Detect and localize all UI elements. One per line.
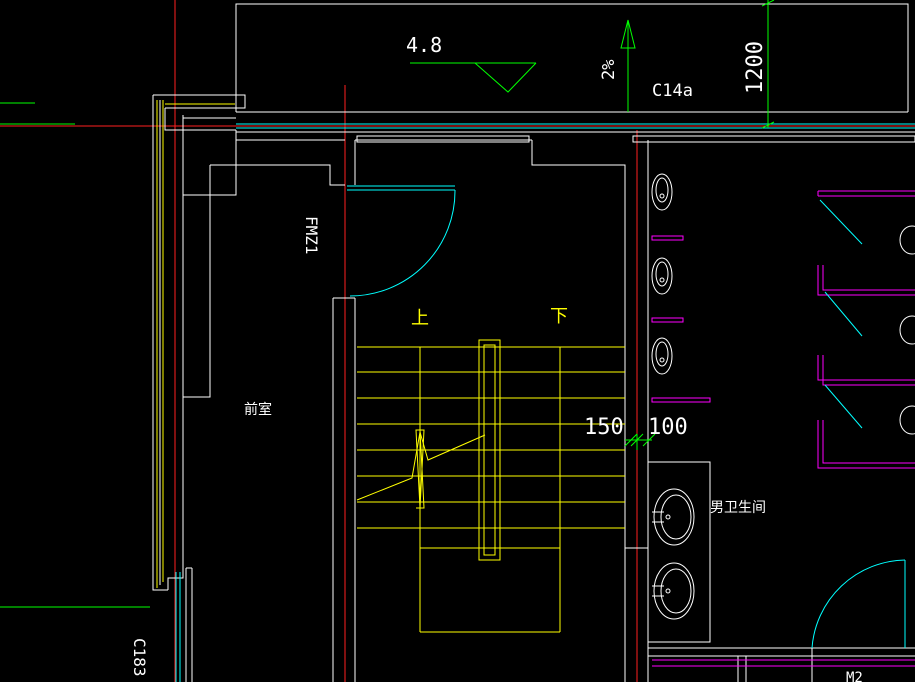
dimension-lines [0,0,775,608]
walls [152,94,915,682]
urinals [651,173,915,435]
dimension-150-label: 150 [584,415,624,440]
dimension-100-label: 100 [648,415,688,440]
wash-basins [652,488,695,620]
toilet-partitions [651,190,915,667]
elevation-label: 4.8 [406,33,442,57]
door-fmz1 [347,185,456,297]
anteroom-label: 前室 [244,401,272,418]
slope-label: 2% [599,60,619,80]
window-code-label: C14a [652,81,693,101]
dimension-1200-label: 1200 [743,41,768,94]
yellow-wall-lines [156,100,235,588]
staircase [356,339,625,633]
stall-door-swings [811,199,906,649]
stair-up-label: 上 [411,308,429,329]
window-strips [175,123,915,682]
door-code-bottom-label: M2 [846,670,863,682]
window-code-bottom-label: C183 [130,638,149,677]
drawing-labels: 4.8 2% C14a 1200 FMZ1 上 下 前室 150 100 男卫生… [130,33,863,682]
mens-restroom-label: 男卫生间 [710,500,766,516]
balcony-outline [235,3,909,113]
door-code-label: FMZ1 [302,216,321,255]
stair-down-label: 下 [550,306,568,327]
